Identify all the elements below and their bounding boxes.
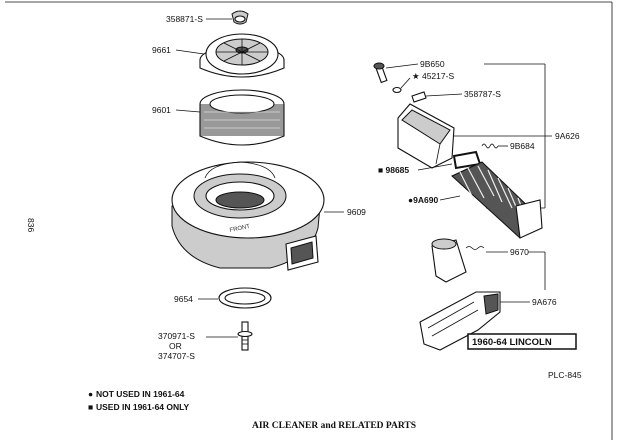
figure-code: PLC-845 — [548, 370, 582, 380]
legend-symbol-square: ■ — [88, 402, 93, 412]
page-number: 836 — [26, 218, 36, 232]
label-98685: ■ 98685 — [378, 165, 409, 175]
snorkel-duct — [397, 103, 455, 169]
wing-nut — [231, 10, 249, 25]
cover-lettering: FRONT — [229, 224, 251, 234]
label-374707-s: 374707-S — [158, 351, 195, 361]
model-badge-text: 1960-64 LINCOLN — [472, 337, 552, 348]
label-9661: 9661 — [152, 45, 171, 55]
gasket — [218, 287, 272, 309]
figure-caption: AIR CLEANER and RELATED PARTS — [252, 421, 416, 431]
mounting-stud — [237, 321, 253, 351]
label-9654: 9654 — [174, 294, 193, 304]
legend-text-not-used: NOT USED IN 1961-64 — [96, 389, 185, 399]
label-45217-s: ★ 45217-S — [412, 71, 454, 81]
label-9601: 9601 — [152, 105, 171, 115]
legend-text-used: USED IN 1961-64 ONLY — [96, 402, 190, 412]
air-cleaner-cover — [199, 33, 285, 78]
retaining-clip — [411, 91, 427, 103]
model-badge: 1960-64 LINCOLN — [467, 333, 577, 350]
air-cleaner-housing: FRONT — [171, 161, 325, 271]
label-9a626: 9A626 — [555, 131, 580, 141]
label-9609: 9609 — [347, 207, 366, 217]
legend-symbol-circle: ● — [88, 389, 93, 399]
tension-spring — [481, 143, 499, 149]
label-9670: 9670 — [510, 247, 529, 257]
label-370971-s: 370971-S — [158, 331, 195, 341]
flexible-hose — [451, 161, 543, 239]
label-9a690: ●9A690 — [408, 195, 438, 205]
damper-valve — [431, 238, 485, 283]
snorkel-bolt — [373, 62, 388, 84]
legend: ● NOT USED IN 1961-64 ■ USED IN 1961-64 … — [88, 389, 190, 412]
washer — [392, 86, 402, 94]
label-358787-s: 358787-S — [464, 89, 501, 99]
housing-snorkel — [285, 235, 319, 271]
label-358871-s: 358871-S — [166, 14, 203, 24]
label-or: OR — [169, 341, 182, 351]
label-9b650: 9B650 — [420, 59, 445, 69]
filter-element — [199, 89, 285, 146]
duct-adapter — [419, 291, 501, 351]
label-9a676: 9A676 — [532, 297, 557, 307]
label-9b684: 9B684 — [510, 141, 535, 151]
